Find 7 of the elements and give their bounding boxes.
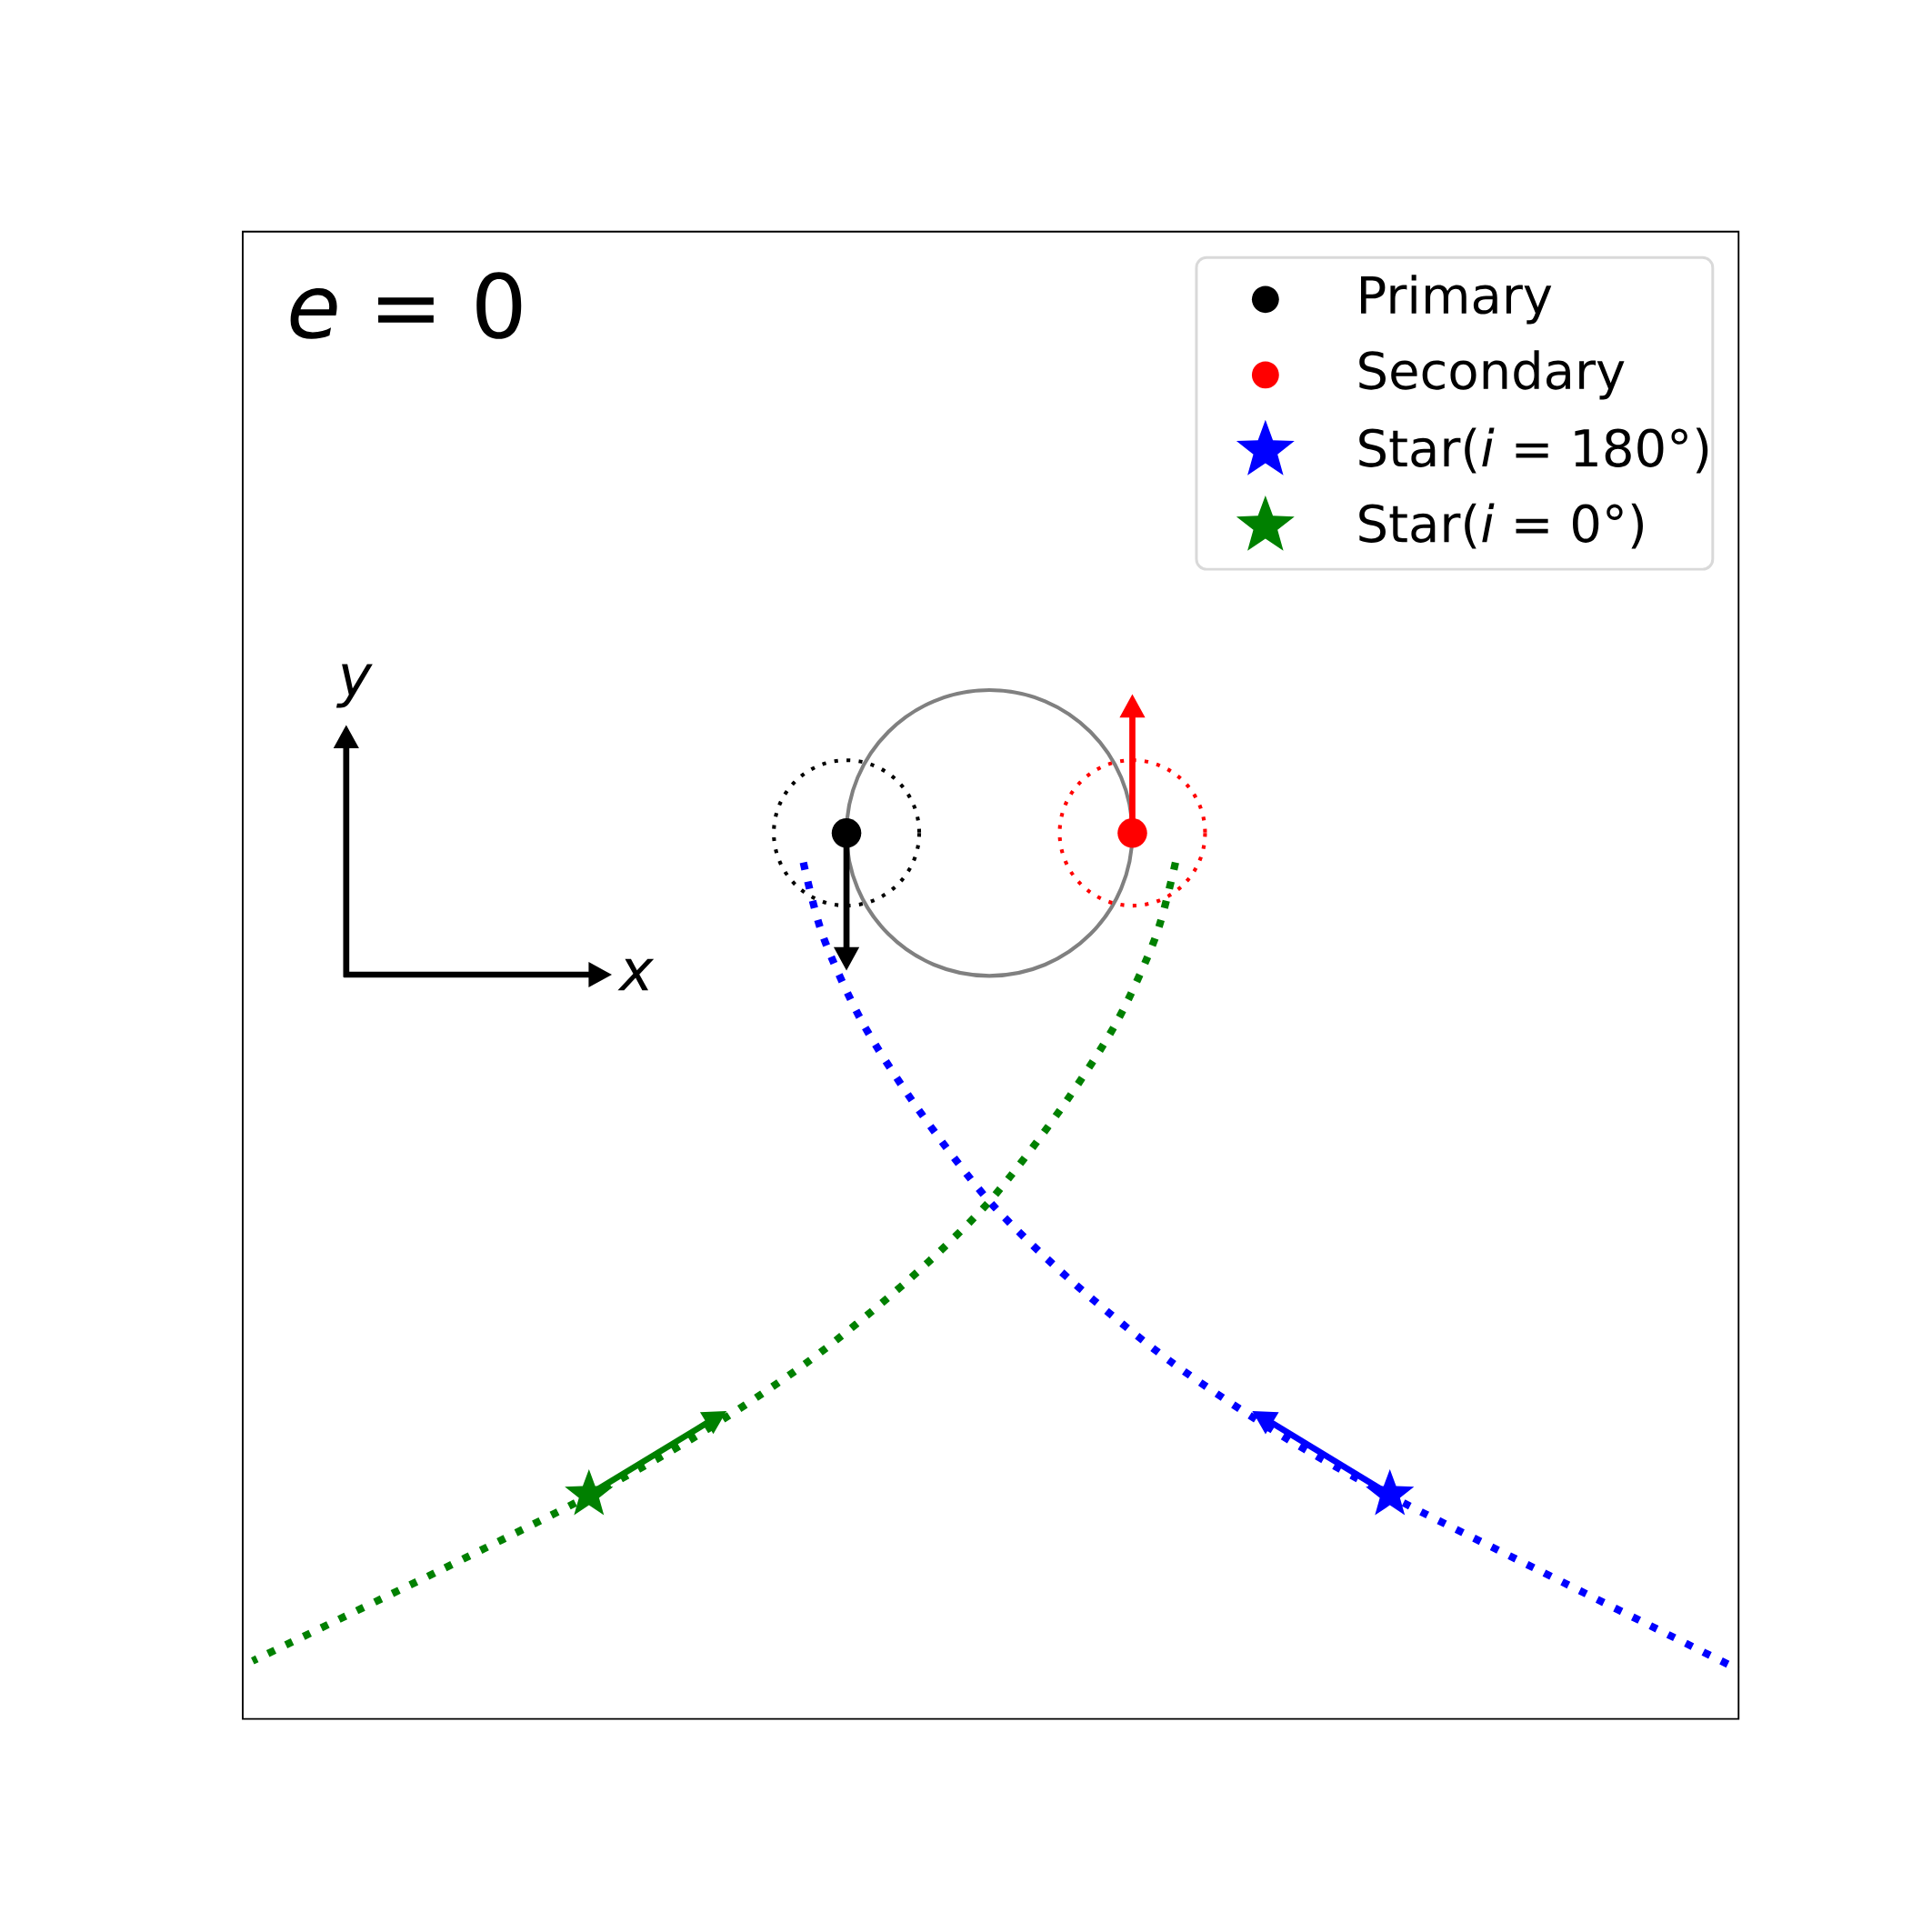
legend-label: Secondary (1359, 350, 1625, 400)
equation-label: e = 0 (290, 272, 522, 339)
legend-label: Star(i = 180°) (1359, 427, 1708, 474)
legend-label: Primary (1361, 275, 1552, 325)
legend-label: Star(i = 0°) (1359, 503, 1643, 549)
axis-label: y (335, 664, 373, 708)
axis-label: x (617, 958, 655, 991)
